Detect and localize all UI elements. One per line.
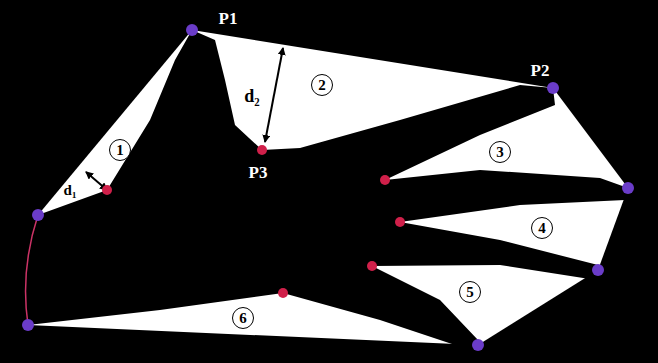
callout-number: 5 xyxy=(459,281,481,303)
point-label: P2 xyxy=(531,62,550,79)
callout-number: 1 xyxy=(109,139,131,161)
distance-label: d₁ xyxy=(64,183,77,198)
distance-label: d₂ xyxy=(244,87,259,105)
defect-points xyxy=(102,145,405,298)
callout-number: 4 xyxy=(531,217,553,239)
callout-number: 6 xyxy=(232,307,254,329)
callout-number: 3 xyxy=(489,141,511,163)
point-label: P1 xyxy=(219,10,238,27)
callout-number: 2 xyxy=(311,74,333,96)
hull-points xyxy=(22,24,634,351)
distance-arrow xyxy=(265,48,283,142)
wrist-edge xyxy=(26,215,38,325)
hand-silhouette xyxy=(26,30,628,350)
point-label: P3 xyxy=(249,164,268,181)
